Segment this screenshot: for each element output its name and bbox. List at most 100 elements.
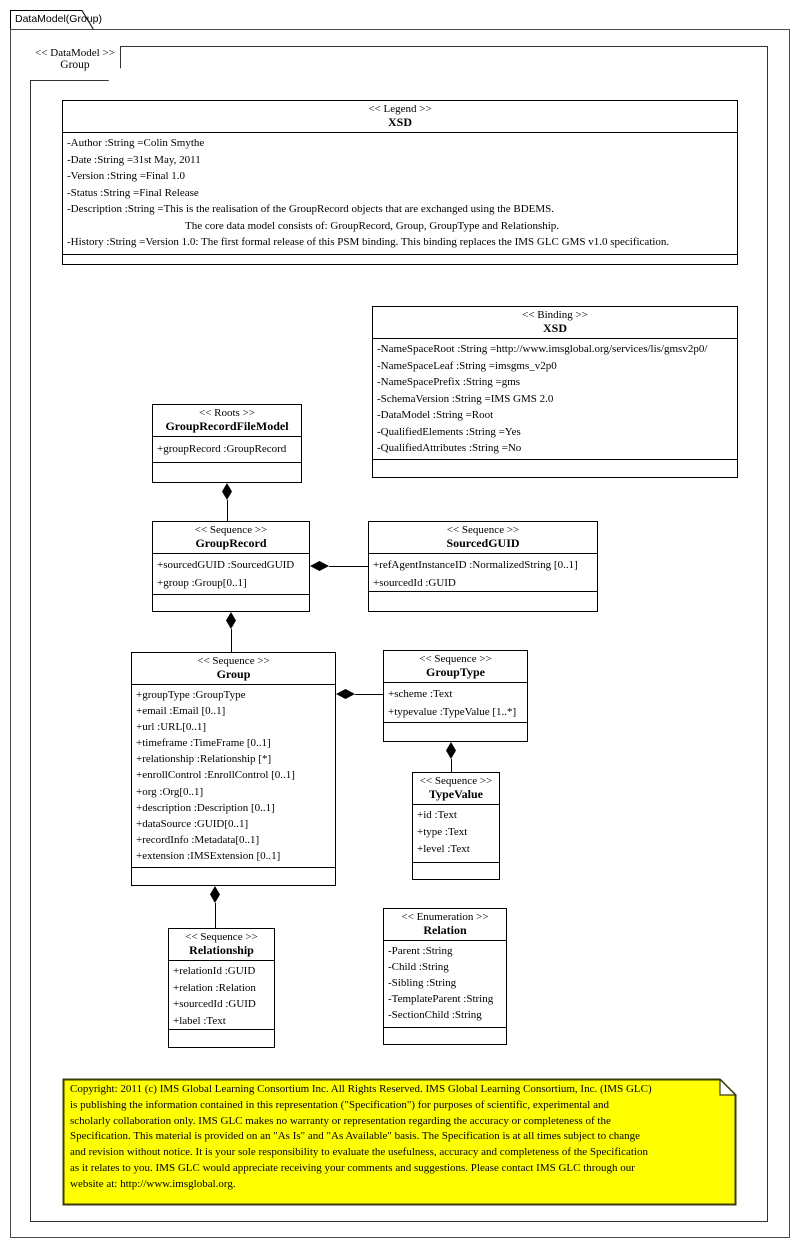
class-name: GroupRecord — [195, 536, 267, 550]
composition-diamond — [310, 561, 329, 571]
attributes-compartment: -NameSpaceRoot :String =http://www.imsgl… — [373, 339, 737, 460]
composition-line — [215, 903, 216, 928]
text-line: -SchemaVersion :String =IMS GMS 2.0 — [377, 392, 554, 405]
text-line: -Description :String =This is the realis… — [67, 203, 555, 215]
class-header: << Roots >> GroupRecordFileModel — [153, 405, 301, 437]
text-line: +sourcedId :GUID — [173, 998, 256, 1010]
class-header: << Legend >> XSD — [63, 101, 737, 133]
stereotype-label: << Sequence >> — [185, 931, 258, 943]
attributes-compartment: +relationId :GUID +relation :Relation +sou… — [169, 961, 274, 1030]
text-line: -TemplateParent :String — [388, 993, 494, 1005]
text-line: +timeframe :TimeFrame [0..1] — [136, 737, 271, 750]
text-line: +url :URL[0..1] — [136, 721, 207, 734]
text-line: +relationId :GUID — [173, 965, 256, 977]
text-line: -DataModel :String =Root — [377, 409, 494, 421]
class-box-relationship: << Sequence >> Relationship +relationId … — [168, 928, 275, 1048]
text-line: as it relates to you. IMS GLC would appr… — [70, 1161, 635, 1174]
composition-line — [329, 566, 368, 567]
text-line: Specification. This material is provided… — [70, 1130, 640, 1143]
class-box-type-value: << Sequence >> TypeValue +id :Text+type … — [412, 772, 500, 880]
text-line: +recordInfo :Metadata[0..1] — [136, 833, 260, 846]
note-shape-icon — [62, 1078, 737, 1206]
operations-compartment — [384, 723, 527, 741]
attributes-compartment: +groupRecord :GroupRecord — [153, 437, 301, 463]
class-box-sourced-guid: << Sequence >> SourcedGUID +refAgentInst… — [368, 521, 598, 612]
composition-line — [451, 759, 452, 772]
class-name: GroupType — [426, 665, 485, 679]
text-line: -QualifiedElements :String =Yes — [377, 425, 521, 438]
class-name: Relation — [423, 923, 467, 937]
text-line: +relationship :Relationship [*] — [136, 753, 272, 766]
text-line: +enrollControl :EnrollControl [0..1] — [136, 769, 295, 782]
operations-compartment — [384, 1028, 506, 1044]
composition-diamond — [226, 612, 236, 629]
class-box-group: << Sequence >> Group +groupType :GroupTy… — [131, 652, 336, 886]
text-line: is publishing the information contained … — [70, 1098, 609, 1111]
stereotype-label: << Sequence >> — [197, 655, 270, 667]
diagram-tab-label: DataModel(Group) — [15, 13, 102, 25]
stereotype-label: << Sequence >> — [446, 524, 520, 536]
text-line: +refAgentInstanceID :NormalizedString [0… — [373, 559, 578, 571]
attributes-compartment: -Parent :String-Child :String-Sibling :S… — [384, 941, 506, 1028]
class-box-relation-enumeration: << Enumeration >> Relation -Parent :Stri… — [383, 908, 507, 1045]
text-line: +group :Group[0..1] — [157, 577, 247, 589]
text-line: The core data model consists of: GroupRe… — [185, 219, 560, 232]
operations-compartment — [373, 460, 737, 477]
text-line: +email :Email [0..1] — [136, 705, 226, 718]
operations-compartment — [413, 863, 499, 879]
class-header: << Enumeration >> Relation — [384, 909, 506, 941]
diagram-tab: DataModel(Group) — [10, 10, 102, 30]
class-name: XSD — [387, 115, 412, 129]
composition-diamond — [210, 886, 220, 903]
class-header: << Sequence >> GroupType — [384, 651, 527, 683]
text-line: -Date :String =31st May, 2011 — [67, 153, 201, 166]
text-line: +extension :IMSExtension [0..1] — [136, 849, 281, 862]
text-line: +dataSource :GUID[0..1] — [136, 817, 249, 830]
operations-compartment — [153, 463, 301, 482]
class-header: << Sequence >> SourcedGUID — [369, 522, 597, 554]
class-box-group-type: << Sequence >> GroupType +scheme :Text+t… — [383, 650, 528, 742]
text-line: -NameSpaceLeaf :String =imsgms_v2p0 — [377, 359, 557, 372]
class-header: << Sequence >> Group — [132, 653, 335, 685]
diagram-frame — [30, 46, 768, 1222]
frame-name: Group — [60, 59, 90, 71]
text-line: +sourcedGUID :SourcedGUID — [157, 559, 295, 571]
class-header: << Sequence >> GroupRecord — [153, 522, 309, 554]
text-line: -SectionChild :String — [388, 1009, 482, 1021]
text-line: -Sibling :String — [388, 977, 457, 989]
class-name: XSD — [542, 321, 567, 335]
text-line: +sourcedId :GUID — [373, 577, 456, 589]
composition-diamond — [446, 742, 456, 759]
copyright-text: Copyright: 2011 (c) IMS Global Learning … — [70, 1082, 715, 1193]
text-line: +description :Description [0..1] — [136, 801, 275, 814]
composition-line — [231, 629, 232, 652]
class-name: TypeValue — [428, 787, 483, 801]
attributes-compartment: +id :Text+type :Text+level :Text — [413, 805, 499, 863]
stereotype-label: << Sequence >> — [419, 775, 493, 787]
text-line: -NameSpaceRoot :String =http://www.imsgl… — [377, 343, 708, 355]
attributes-compartment: +sourcedGUID :SourcedGUID +group :Group[0… — [153, 554, 309, 595]
composition-diamond — [336, 689, 355, 699]
text-line: +level :Text — [417, 843, 470, 855]
class-box-legend: << Legend >> XSD -Author :String =Colin … — [62, 100, 738, 265]
text-line: +type :Text — [417, 826, 468, 838]
text-line: -Parent :String — [388, 945, 453, 957]
class-box-binding: << Binding >> XSD -NameSpaceRoot :String… — [372, 306, 738, 478]
copyright-note: Copyright: 2011 (c) IMS Global Learning … — [62, 1078, 737, 1206]
frame-label: << DataModel >> Group — [30, 46, 121, 81]
text-line: -QualifiedAttributes :String =No — [377, 442, 522, 454]
class-name: SourcedGUID — [446, 536, 520, 550]
operations-compartment — [63, 255, 737, 264]
text-line: +relation :Relation — [173, 981, 256, 994]
text-line: +groupRecord :GroupRecord — [157, 443, 287, 455]
operations-compartment — [169, 1030, 274, 1047]
stereotype-label: << Sequence >> — [194, 524, 268, 536]
text-line: -Author :String =Colin Smythe — [67, 137, 205, 149]
text-line: -History :String =Version 1.0: The first… — [67, 236, 670, 248]
text-line: +scheme :Text — [388, 688, 453, 700]
attributes-compartment: -Author :String =Colin Smythe -Date :Stri… — [63, 133, 737, 255]
composition-line — [227, 500, 228, 521]
text-line: scholarly collaboration only. IMS GLC ma… — [70, 1114, 611, 1127]
stereotype-label: << Legend >> — [368, 103, 432, 115]
